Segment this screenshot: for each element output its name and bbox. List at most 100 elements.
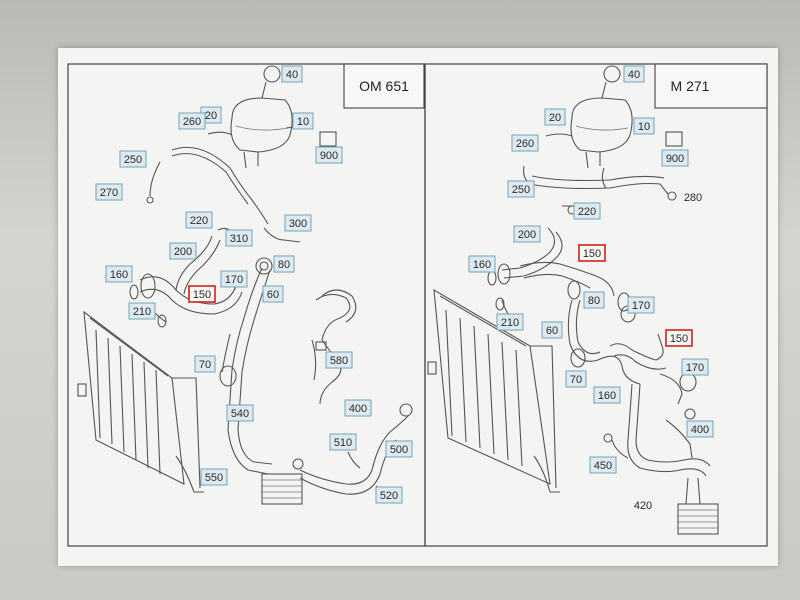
callout-label-right-150: 150 [670,333,688,345]
callout-label-right-40: 40 [628,69,640,81]
diagram-sheet [58,48,778,566]
callout-label-right-450: 450 [594,460,612,472]
callout-box-left-520 [375,486,403,504]
callout-box-left-210 [128,302,156,320]
callout-box-left-310 [225,229,253,247]
callout-label-left-260: 260 [183,116,201,128]
callout-box-right-80 [583,291,605,309]
callout-label-left-540: 540 [231,408,249,420]
callout-box-right-400 [686,420,714,438]
callout-label-left-150: 150 [193,289,211,301]
callout-label-right-170: 170 [686,362,704,374]
callout-box-left-10 [292,112,314,130]
callout-box-left-80 [273,255,295,273]
callout-label-left-580: 580 [330,355,348,367]
callout-label-left-10: 10 [297,116,309,128]
callout-box-left-70 [194,355,216,373]
callout-box-right-450 [589,456,617,474]
callout-box-left-900 [315,146,343,164]
engine-box-right [654,63,768,109]
callout-box-right-150 [578,244,606,262]
callout-box-right-20 [544,108,566,126]
callout-box-left-260 [178,112,206,130]
callout-label-left-250: 250 [124,154,142,166]
callout-box-left-500 [385,440,413,458]
callout-label-left-400: 400 [349,403,367,415]
callout-box-right-160 [468,255,496,273]
callout-label-left-500: 500 [390,444,408,456]
callout-box-left-200 [169,242,197,260]
callout-box-right-10 [633,117,655,135]
callout-label-left-520: 520 [380,490,398,502]
callout-box-left-550 [200,468,228,486]
callout-box-right-60 [541,321,563,339]
callout-label-right-60: 60 [546,325,558,337]
callout-label-left-160: 160 [110,269,128,281]
panel-frame-left [67,63,426,547]
callout-label-right-160: 160 [473,259,491,271]
callout-box-right-250 [507,180,535,198]
callout-label-right-900: 900 [666,153,684,165]
callout-label-right-80: 80 [588,295,600,307]
callout-label-left-210: 210 [133,306,151,318]
callout-box-left-270 [95,183,123,201]
callout-box-left-170 [220,270,248,288]
callout-label-right-400: 400 [691,424,709,436]
callout-label-right-70: 70 [570,374,582,386]
callout-label-left-510: 510 [334,437,352,449]
callout-label-right-280: 280 [684,192,702,204]
callout-box-right-170 [627,296,655,314]
callout-label-right-200: 200 [518,229,536,241]
callout-label-left-170: 170 [225,274,243,286]
callout-box-right-160 [593,386,621,404]
callout-label-left-60: 60 [267,289,279,301]
callout-label-left-310: 310 [230,233,248,245]
callout-label-right-420: 420 [634,500,652,512]
callout-box-left-220 [185,211,213,229]
callout-label-left-900: 900 [320,150,338,162]
callout-label-right-20: 20 [549,112,561,124]
callout-label-right-250: 250 [512,184,530,196]
callout-box-left-150 [188,285,216,303]
callout-box-right-900 [661,149,689,167]
callout-box-left-580 [325,351,353,369]
callout-box-right-200 [513,225,541,243]
callout-label-left-270: 270 [100,187,118,199]
callout-label-left-40: 40 [286,69,298,81]
right-parts [427,65,719,535]
callout-label-left-20: 20 [205,110,217,122]
callout-box-left-300 [284,214,312,232]
callout-box-right-210 [496,313,524,331]
callout-box-right-70 [565,370,587,388]
callout-box-right-170 [681,358,709,376]
panel-frame-right [424,63,768,547]
callout-box-left-540 [226,404,254,422]
callout-box-left-250 [119,150,147,168]
callout-group-right: 40 20 10 260 900 250 280 220 200 150 160 80 170 210 60… [468,65,714,512]
callout-box-right-150 [665,329,693,347]
engine-box-left [343,63,425,109]
engine-label-right: M 271 [671,78,710,94]
callout-box-right-260 [511,134,539,152]
callout-label-right-150: 150 [583,248,601,260]
engine-label-left: OM 651 [359,78,409,94]
callout-box-left-400 [344,399,372,417]
callout-label-right-160: 160 [598,390,616,402]
callout-label-left-70: 70 [199,359,211,371]
callout-label-left-200: 200 [174,246,192,258]
callout-box-right-220 [573,202,601,220]
callout-label-left-300: 300 [289,218,307,230]
callout-label-right-260: 260 [516,138,534,150]
callout-box-right-40 [623,65,645,83]
callout-box-left-40 [281,65,303,83]
callout-label-left-550: 550 [205,472,223,484]
callout-label-right-220: 220 [578,206,596,218]
callout-label-right-210: 210 [501,317,519,329]
callout-label-right-10: 10 [638,121,650,133]
callout-label-right-170: 170 [632,300,650,312]
callout-box-left-60 [262,285,284,303]
callout-box-left-160 [105,265,133,283]
callout-label-left-220: 220 [190,215,208,227]
